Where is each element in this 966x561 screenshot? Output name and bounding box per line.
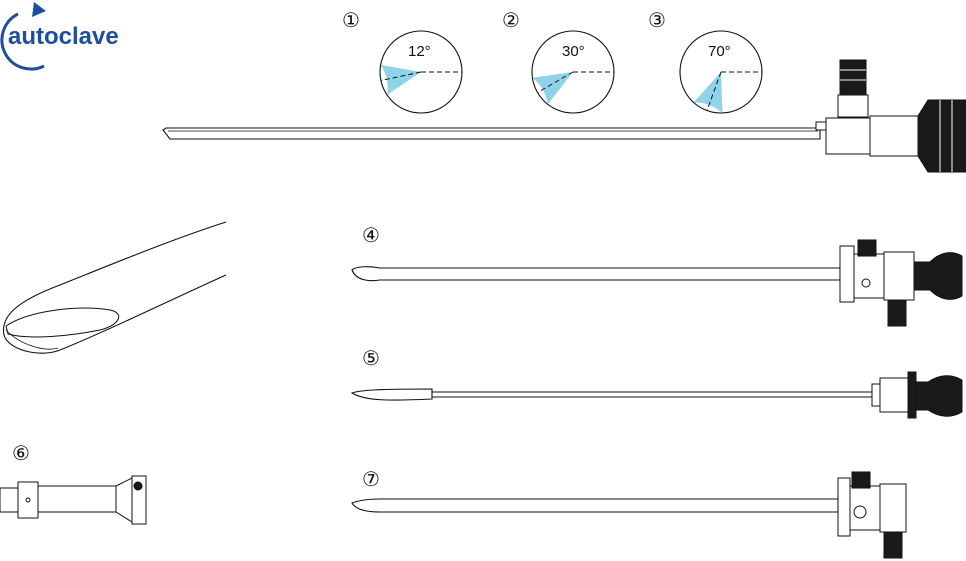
sheath-7-bottom-port (883, 531, 903, 559)
tip-outline (2, 221, 227, 354)
sheath-4-bottom-port (887, 299, 907, 327)
label-1: ① (342, 8, 360, 32)
sheath-7-stopcock (853, 505, 867, 519)
eyepiece (917, 99, 966, 173)
label-7: ⑦ (362, 467, 380, 491)
sheath-4-stopcock (861, 278, 871, 288)
obturator-5-collar (871, 383, 881, 407)
adapter-6: ⑥ (0, 441, 147, 525)
tip-bevel (5, 329, 59, 350)
view-direction-2 (537, 71, 574, 93)
obturator-5-hub (879, 377, 909, 413)
tip-detail (2, 221, 227, 354)
angle-label-2: 30° (562, 43, 585, 60)
label-3: ③ (648, 8, 666, 32)
adapter-6-end (0, 487, 19, 513)
telescope (162, 59, 966, 173)
adapter-6-pin (25, 497, 31, 503)
logo-arc (0, 12, 45, 71)
angle-label-3: 70° (708, 43, 731, 60)
sheath-4-valve-body (853, 253, 885, 299)
sheath-4-shaft (351, 266, 841, 282)
fov-wedge-2 (532, 72, 573, 105)
logo-arrow-icon (32, 2, 46, 17)
telescope-housing (869, 115, 921, 157)
sheath-4-handle (913, 252, 963, 300)
obturator-5-tip (350, 388, 433, 401)
angle-diagram-2: ② 30° (502, 8, 615, 114)
telescope-body (825, 117, 871, 155)
sheath-7-connector (879, 483, 907, 533)
logo-text: autoclave (8, 23, 119, 50)
sheath-7-flange (837, 477, 851, 537)
sheath-4: ④ (351, 223, 963, 327)
fov-wedge-1 (380, 64, 421, 95)
obturator-5-flange (907, 371, 917, 419)
sheath-7: ⑦ (351, 467, 907, 559)
angle-diagram-1: ① 12° (342, 8, 463, 114)
label-4: ④ (362, 223, 380, 247)
sheath-4-top-port (857, 239, 877, 257)
adapter-6-taper (115, 477, 133, 523)
angle-diagram-3: ③ 70° (648, 8, 763, 114)
sheath-7-top-port (851, 471, 871, 489)
sheath-7-shaft (351, 498, 839, 513)
obturator-5: ⑤ (350, 346, 963, 419)
angle-label-1: 12° (408, 43, 431, 60)
sheath-4-flange (839, 245, 855, 303)
sheath-4-connector (883, 251, 915, 301)
adapter-6-body (37, 485, 117, 513)
autoclave-logo: autoclave (0, 2, 119, 71)
tip-opening (5, 307, 120, 338)
light-connector (837, 94, 869, 118)
obturator-5-handle (915, 375, 963, 417)
view-direction-3 (706, 71, 722, 111)
light-post (839, 59, 867, 96)
telescope-shaft (162, 127, 821, 140)
fov-wedge-3 (693, 72, 723, 113)
label-6: ⑥ (12, 441, 30, 465)
view-direction-1 (380, 71, 422, 82)
label-5: ⑤ (362, 346, 380, 370)
adapter-6-screw (133, 481, 143, 491)
label-2: ② (502, 8, 520, 32)
